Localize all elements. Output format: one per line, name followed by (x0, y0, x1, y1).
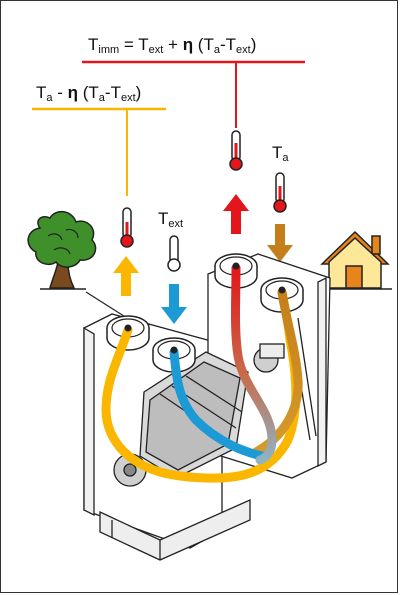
thermometer-icon (273, 172, 287, 213)
thermometer-icon (120, 207, 134, 248)
svg-text:Ta - η (Ta-Text): Ta - η (Ta-Text) (36, 83, 141, 104)
label-text: Text (158, 209, 183, 230)
house-icon (318, 230, 392, 290)
svg-text:Timm = Text + η (Ta-Text): Timm = Text + η (Ta-Text) (88, 35, 256, 56)
arrow-down-icon (267, 224, 293, 262)
port-dot (232, 262, 240, 270)
thermometer-icon (229, 130, 243, 171)
formula-exhaust-temp: Ta - η (Ta-Text) (32, 83, 166, 196)
formula-supply-temp: Timm = Text + η (Ta-Text) (82, 35, 305, 128)
port-dot (278, 286, 286, 294)
arrow-up-icon (223, 194, 249, 234)
port-dot (170, 346, 178, 354)
arrow-down-icon (161, 284, 187, 324)
airflow-fresh-path (169, 347, 267, 461)
connector-line (85, 291, 128, 319)
label-ta: Ta (272, 143, 289, 164)
port-dot (124, 324, 132, 332)
tree-icon (27, 210, 97, 290)
thermometer-icon (167, 235, 181, 272)
arrow-up-icon (113, 256, 139, 296)
airflow-extract-path (251, 287, 303, 457)
airflow-supply-path (231, 263, 277, 465)
